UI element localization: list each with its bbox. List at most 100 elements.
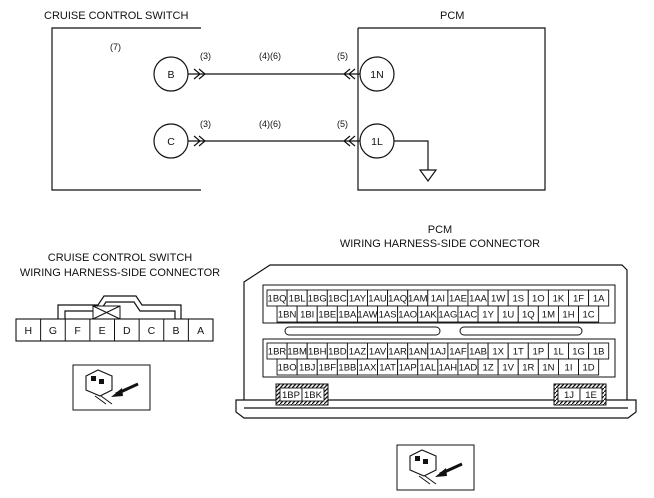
pin-label: 1BR	[268, 346, 287, 357]
pin-label: 1M	[542, 309, 555, 320]
pin-label: 1AO	[398, 309, 417, 320]
pin-label: 1BI	[300, 309, 314, 320]
pin-label: 1S	[512, 293, 524, 304]
pin-label: 1A	[593, 293, 605, 304]
pin-label: 1P	[533, 346, 545, 357]
pin-cell	[579, 387, 603, 402]
pin-label: 1BK	[304, 390, 323, 401]
pcm-connector-title: PCM	[428, 224, 452, 236]
pin-label: 1BE	[318, 309, 336, 320]
connector-view-icon	[396, 444, 475, 491]
pin-label: 1AC	[459, 309, 478, 320]
pin-label: 1BH	[308, 346, 327, 357]
wire-ref-right-top: (5)	[337, 51, 348, 61]
connector-arrow-icon	[343, 135, 356, 147]
pin-label: 1Q	[522, 309, 535, 320]
wire-ref-mid-bottom: (4)(6)	[259, 119, 281, 129]
switch-pin-label: H	[25, 325, 33, 337]
pin-label: 1AQ	[388, 293, 407, 304]
pin-label: 1AE	[449, 293, 467, 304]
pin-cell	[301, 387, 325, 402]
pin-label: 1W	[491, 293, 505, 304]
pin-label: 1K	[553, 293, 565, 304]
pin-label: 1D	[583, 362, 595, 373]
pin-label: 1BG	[308, 293, 327, 304]
pin-label: 1AG	[438, 309, 457, 320]
pin-label: 1AI	[431, 293, 445, 304]
pin-label: 1AJ	[430, 346, 447, 357]
pin-label: 1AF	[449, 346, 467, 357]
pin-label: 1AW	[357, 309, 377, 320]
pin-label: 1AP	[399, 362, 417, 373]
pin-label: 1R	[522, 362, 534, 373]
switch-connector-subtitle: WIRING HARNESS-SIDE CONNECTOR	[20, 267, 220, 279]
pin-label: 1U	[502, 309, 514, 320]
pin-label: 1AD	[459, 362, 478, 373]
pin-label: 1Y	[482, 309, 494, 320]
pin-label: 1E	[585, 390, 597, 401]
switch-box-ref: (7)	[110, 42, 121, 52]
connector-view-icon	[72, 364, 151, 411]
wire-ref-mid-top: (4)(6)	[259, 51, 281, 61]
pin-label: 1BQ	[268, 293, 287, 304]
pin-label: 1BA	[338, 309, 357, 320]
pin-label: 1Z	[483, 362, 494, 373]
pin-label: 1AB	[469, 346, 487, 357]
pin-label: 1AN	[409, 346, 428, 357]
pin-label: 1BM	[287, 346, 307, 357]
switch-title: CRUISE CONTROL SWITCH	[44, 10, 188, 22]
pin-label: 1AX	[359, 362, 378, 373]
switch-pin-label: B	[173, 325, 180, 337]
pcm-box	[357, 27, 546, 191]
pin-label: 1N	[542, 362, 554, 373]
terminal-1l-label: 1L	[371, 136, 383, 148]
pin-label: 1V	[502, 362, 514, 373]
connector-arrow-icon	[193, 135, 206, 147]
switch-connector-title: CRUISE CONTROL SWITCH	[48, 252, 192, 264]
switch-box	[51, 27, 201, 191]
pin-label: 1BD	[328, 346, 347, 357]
pin-label: 1AR	[388, 346, 407, 357]
pin-label: 1T	[513, 346, 524, 357]
terminal-1n-label: 1N	[370, 69, 383, 81]
wire-ref-left-bottom: (3)	[200, 119, 211, 129]
switch-pin-label: A	[197, 325, 204, 337]
pin-label: 1L	[553, 346, 564, 357]
pin-label: 1B	[593, 346, 605, 357]
switch-pin-label: C	[148, 325, 156, 337]
pin-label: 1BN	[278, 309, 297, 320]
wire-ref-left-top: (3)	[200, 51, 211, 61]
pin-label: 1H	[562, 309, 574, 320]
pin-label: 1I	[565, 362, 573, 373]
ground-icon	[418, 169, 438, 183]
terminal-c-label: C	[167, 136, 175, 148]
pin-label: 1AV	[369, 346, 387, 357]
pin-label: 1AZ	[349, 346, 367, 357]
pin-label: 1O	[532, 293, 545, 304]
pin-label: 1BF	[319, 362, 337, 373]
pin-label: 1BC	[328, 293, 347, 304]
pin-label: 1BJ	[299, 362, 316, 373]
pin-label: 1AM	[408, 293, 428, 304]
switch-pin-label: E	[99, 325, 106, 337]
pin-label: 1AS	[379, 309, 397, 320]
pcm-connector-subtitle: WIRING HARNESS-SIDE CONNECTOR	[340, 238, 540, 250]
pin-label: 1J	[564, 390, 574, 401]
switch-pin-label: D	[123, 325, 131, 337]
wire-ref-right-bottom: (5)	[337, 119, 348, 129]
ground-wire	[394, 140, 429, 170]
pin-label: 1AK	[419, 309, 438, 320]
pin-cell	[578, 305, 600, 323]
pin-label: 1G	[572, 346, 585, 357]
terminal-b-label: B	[167, 69, 174, 81]
connector-arrow-icon	[193, 68, 206, 80]
pin-label: 1AH	[439, 362, 458, 373]
pin-label: 1C	[583, 309, 595, 320]
pin-label: 1AT	[379, 362, 396, 373]
switch-pin-label: G	[49, 325, 57, 337]
pin-label: 1BP	[282, 390, 300, 401]
pcm-title: PCM	[440, 10, 464, 22]
pin-label: 1AA	[469, 293, 488, 304]
pin-cell	[578, 358, 600, 376]
